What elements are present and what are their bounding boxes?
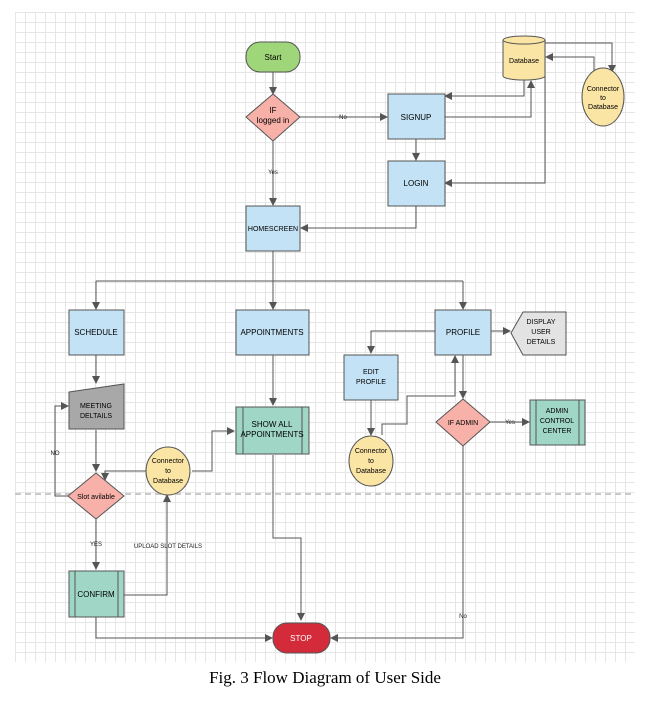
slot-available-label: Slot avilable: [77, 494, 115, 501]
signup-label: SIGNUP: [401, 113, 432, 122]
connector-profile-label-1: Connector: [355, 448, 388, 455]
edge-confirm-connector: [124, 494, 171, 596]
edge-label-no-stop: No: [459, 614, 467, 620]
edge-connector-profile: [381, 355, 459, 435]
homescreen-node: [245, 205, 301, 252]
edge-connector-db: [545, 53, 595, 78]
admin-label-2: CONTROL: [540, 418, 574, 425]
homescreen-label: HOMESCREEN: [248, 226, 298, 233]
show-all-label-2: APPOINTMENTS: [240, 430, 303, 439]
connector-mid-label-3: Database: [153, 478, 183, 485]
edge-label-no-meeting: NO: [51, 451, 60, 457]
slot-available-decision: [67, 472, 125, 520]
stop-node: [272, 622, 331, 654]
display-label-2: USER: [531, 329, 550, 336]
connector-top-node: [581, 67, 625, 127]
edge-label-no-signup: No: [339, 115, 347, 121]
admin-control-center-node: [529, 399, 586, 446]
edges: [54, 42, 616, 642]
edge-connector-showall: [192, 427, 235, 472]
edge-label-upload-slot: UPLOAD SLOT DETAILS: [134, 544, 202, 550]
if-admin-label: IF ADMIN: [448, 420, 478, 427]
database-node: [502, 35, 546, 81]
edit-profile-label-1: EDIT: [363, 369, 380, 376]
signup-node: [387, 93, 446, 140]
show-all-label-1: SHOW ALL: [252, 420, 293, 429]
connector-top-label-3: Database: [588, 104, 618, 111]
edit-profile-node: [343, 354, 399, 401]
admin-label-3: CENTER: [543, 428, 572, 435]
edge-label-yes-admin: Yes: [505, 420, 515, 426]
edge-connector-slot: [101, 470, 146, 481]
edge-db-connector: [545, 42, 616, 73]
schedule-label: SCHEDULE: [74, 328, 118, 337]
start-node: [245, 41, 301, 73]
edge-signup-db: [445, 80, 535, 118]
connector-top-label-2: to: [600, 95, 606, 102]
edge-label-yes-home: Yes: [268, 170, 278, 176]
appointments-label: APPOINTMENTS: [240, 328, 303, 337]
edge-confirm-stop: [95, 617, 273, 642]
login-node: [387, 160, 446, 207]
edge-ifadmin-stop: [330, 446, 464, 642]
admin-label-1: ADMIN: [546, 408, 569, 415]
connector-profile-label-2: to: [368, 458, 374, 465]
database-label: Database: [509, 58, 539, 65]
connector-top-label-1: Connector: [587, 86, 620, 93]
confirm-node: [68, 570, 125, 618]
meeting-label-1: MEETING: [80, 403, 112, 410]
edge-login-home: [300, 206, 417, 232]
display-label-1: DISPLAY: [526, 319, 555, 326]
start-label: Start: [265, 53, 283, 62]
figure-caption: Fig. 3 Flow Diagram of User Side: [209, 668, 441, 687]
show-all-appointments-node: [235, 406, 310, 455]
edge-label-yes-confirm: YES: [90, 542, 102, 548]
edge-profile-edit: [367, 330, 435, 354]
confirm-label: CONFIRM: [77, 590, 115, 599]
meeting-label-2: DELTAILS: [80, 413, 112, 420]
if-logged-in-label-1: IF: [269, 106, 276, 115]
edge-db-login: [444, 60, 546, 187]
login-label: LOGIN: [404, 179, 429, 188]
edge-db-signup: [444, 80, 525, 100]
if-logged-in-decision: [245, 93, 301, 142]
connector-mid-label-1: Connector: [152, 458, 185, 465]
stop-label: STOP: [290, 634, 312, 643]
display-label-3: DETAILS: [527, 339, 556, 346]
edit-profile-label-2: PROFILE: [356, 379, 386, 386]
connector-profile-label-3: Database: [356, 468, 386, 475]
schedule-node: [68, 309, 125, 356]
if-logged-in-label-2: logged in: [257, 116, 289, 125]
meeting-details-node: [68, 383, 125, 430]
profile-node: [434, 309, 492, 356]
connector-profile-node: [348, 435, 394, 487]
profile-label: PROFILE: [446, 328, 480, 337]
appointments-node: [235, 309, 310, 356]
connector-mid-label-2: to: [165, 468, 171, 475]
edge-slot-meeting-no: [54, 402, 69, 497]
connector-mid-node: [145, 446, 191, 496]
if-admin-decision: [435, 398, 491, 447]
display-user-details-node: [510, 311, 567, 356]
edge-showall-stop: [272, 455, 305, 621]
